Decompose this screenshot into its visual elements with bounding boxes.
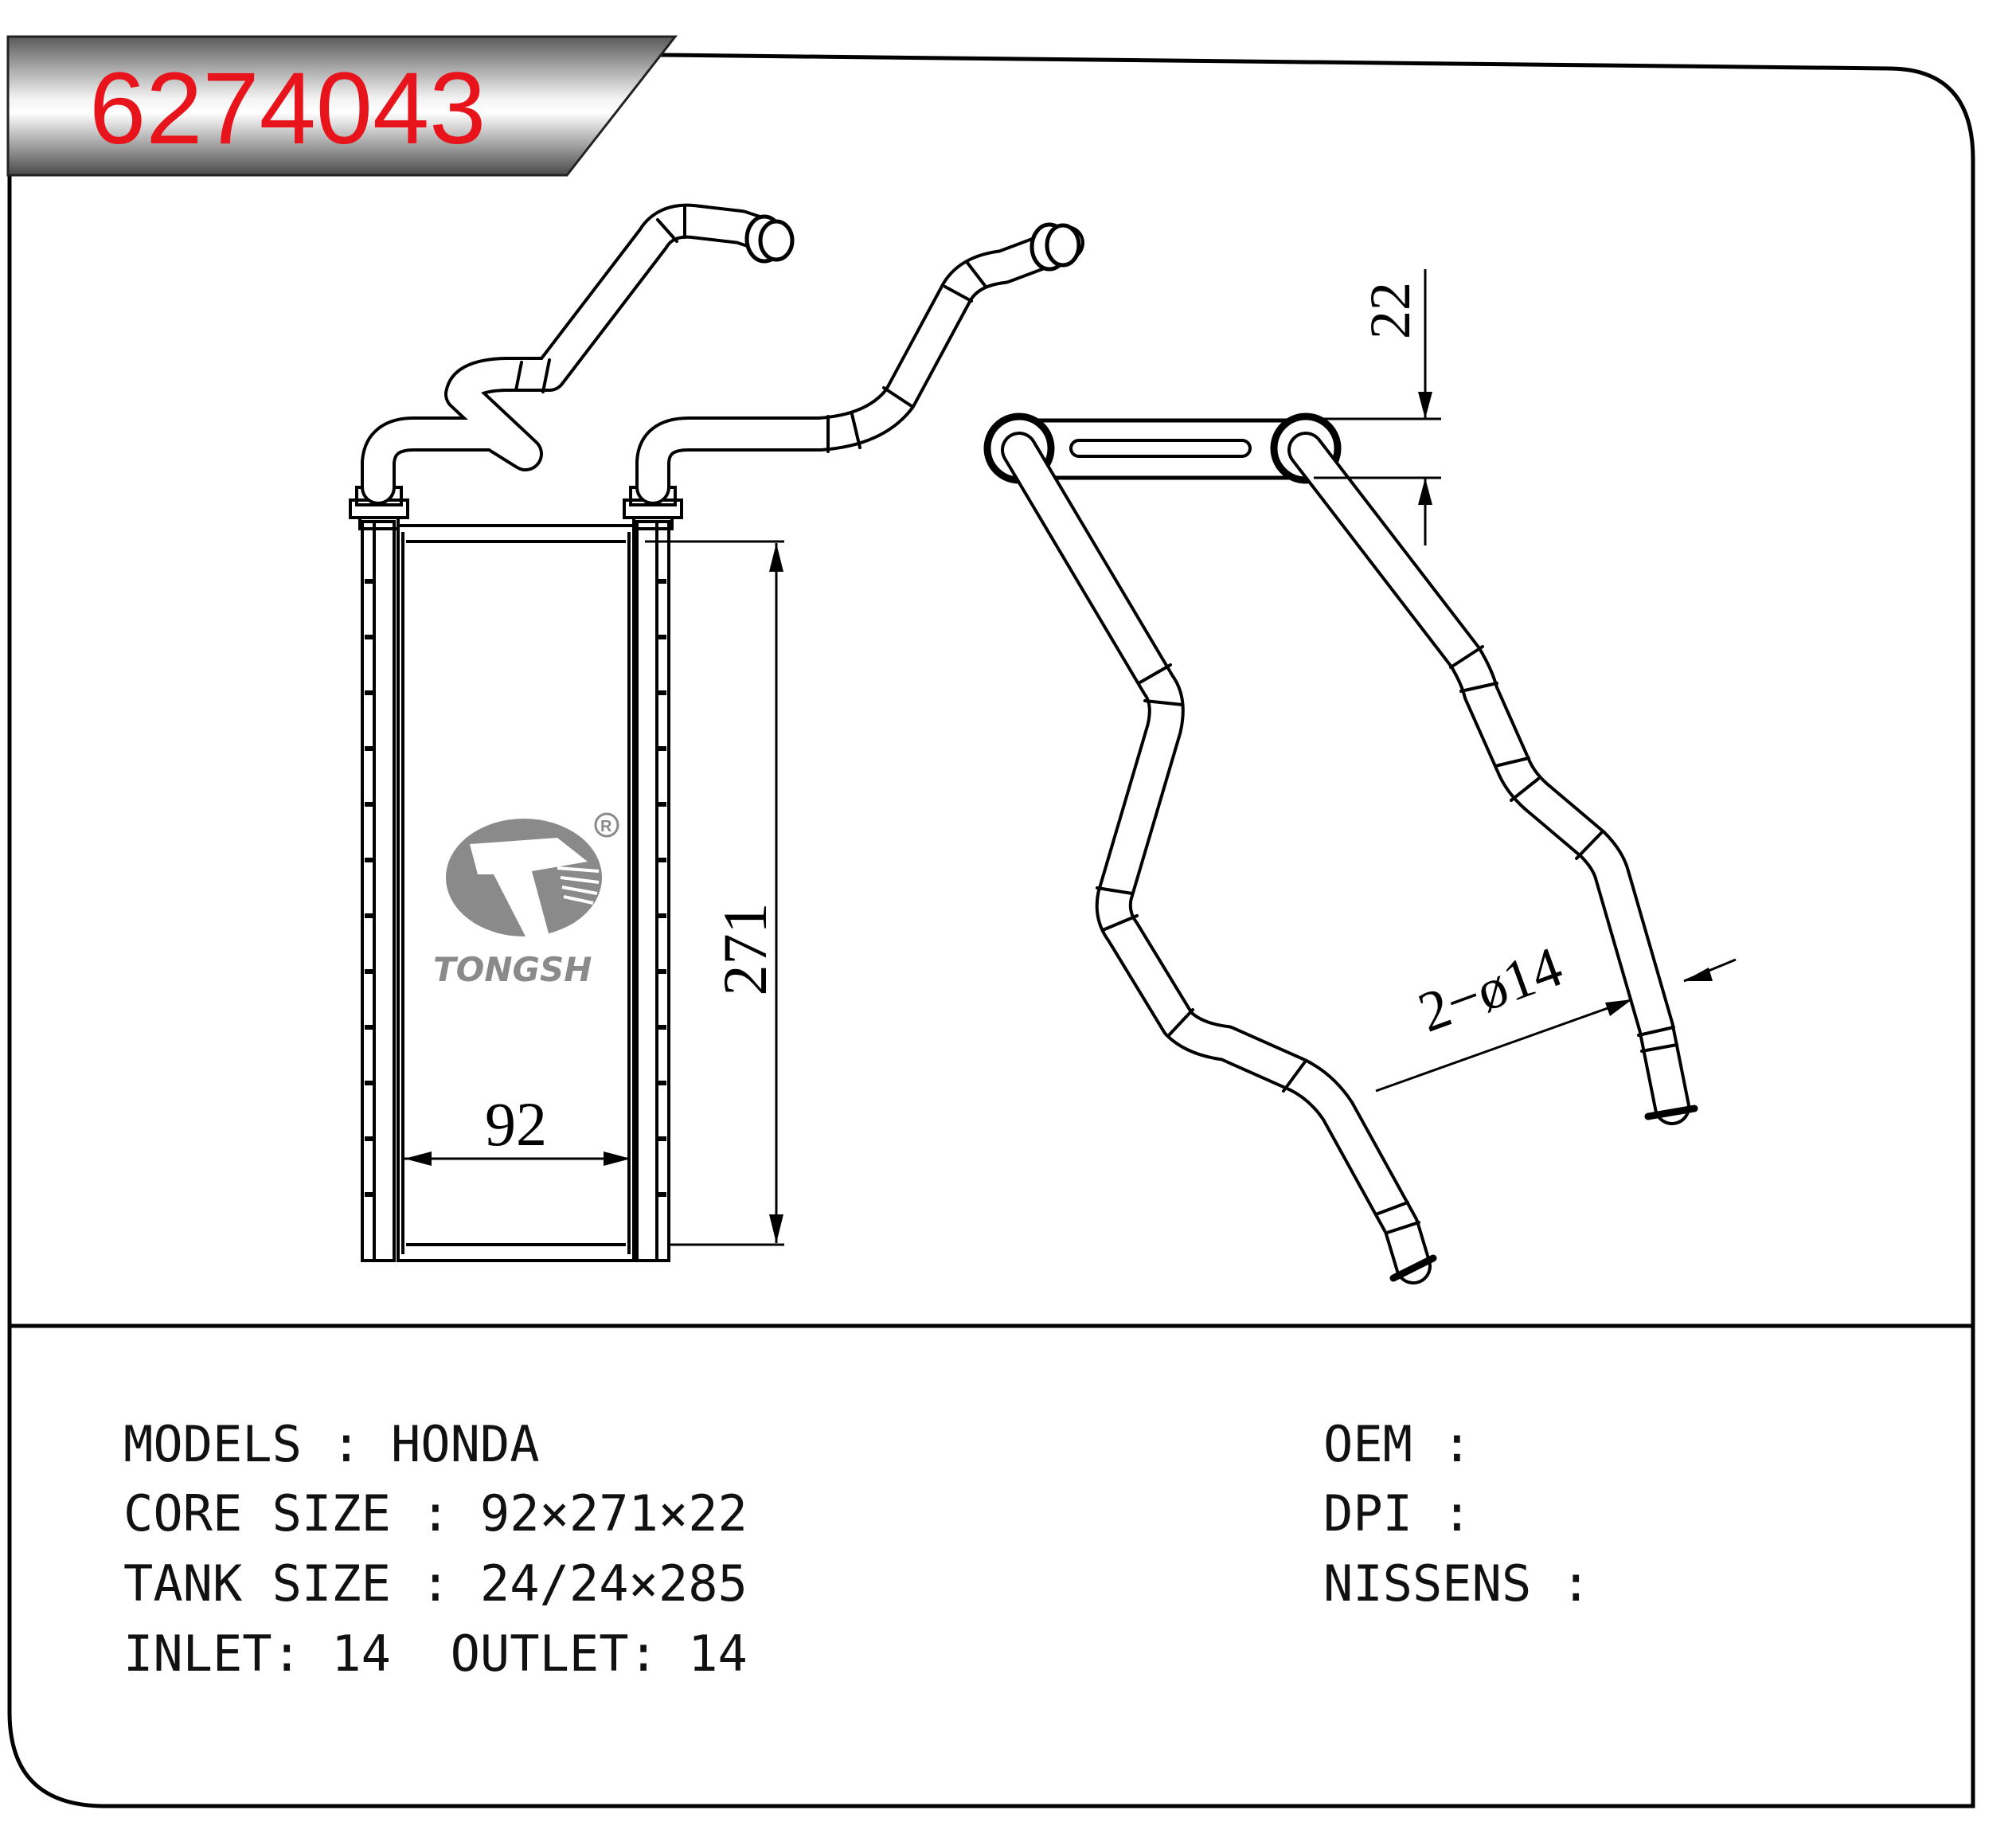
pipe-spec-label: 2−ø14 xyxy=(1410,934,1570,1044)
part-number: 6274043 xyxy=(89,52,486,166)
dimension-width xyxy=(404,1151,631,1166)
tongsh-logo: ® R TONGSH xyxy=(433,812,619,989)
dimension-height xyxy=(645,540,784,1246)
spec-table: MODELS : HONDA CORE SIZE : 92×271×22 TAN… xyxy=(123,1415,1591,1683)
side-pipe-left xyxy=(1001,432,1437,1284)
spec-dpi: DPI : xyxy=(1323,1484,1472,1542)
core-width-label: 92 xyxy=(485,1089,547,1159)
pipe-diameter-callout xyxy=(1375,958,1737,1093)
core-front-view xyxy=(349,486,683,1262)
part-number-banner: 6274043 xyxy=(6,35,678,177)
inlet-pipe-front xyxy=(361,203,795,505)
spec-models: MODELS : HONDA xyxy=(123,1415,540,1473)
spec-oem: OEM : xyxy=(1323,1415,1472,1473)
svg-text:R: R xyxy=(600,818,612,835)
core-depth-label: 22 xyxy=(1358,282,1422,339)
dimension-depth xyxy=(1294,269,1441,545)
core-height-label: 271 xyxy=(710,903,779,996)
outlet-pipe-front xyxy=(635,222,1084,505)
brand-name: TONGSH xyxy=(433,950,592,989)
spec-inlet-outlet: INLET: 14 OUTLET: 14 xyxy=(123,1625,748,1683)
spec-core-size: CORE SIZE : 92×271×22 xyxy=(123,1484,748,1542)
spec-nissens: NISSENS : xyxy=(1323,1554,1591,1613)
outer-frame xyxy=(7,45,1975,1808)
spec-tank-size: TANK SIZE : 24/24×285 xyxy=(123,1554,748,1613)
side-pipe-right xyxy=(1287,432,1698,1125)
